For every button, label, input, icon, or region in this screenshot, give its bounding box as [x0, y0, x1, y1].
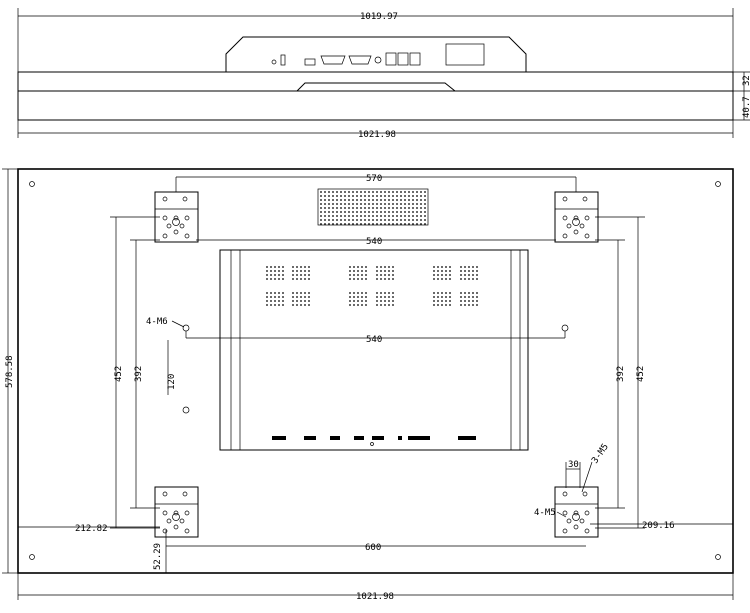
panel-vent-groups — [266, 266, 478, 306]
bracket-bottom-right — [554, 486, 599, 538]
dim-overall-height: 578.58 — [5, 355, 15, 388]
screw-label-right-top: 3-M5 — [590, 442, 611, 466]
screw-label-left: 4-M6 — [146, 317, 168, 327]
screw-label-right-side: 4-M5 — [534, 508, 556, 518]
dim-inner-span-mid: 540 — [366, 335, 382, 345]
bracket-top-right — [554, 191, 599, 243]
top-view: 1019.97 32 40.7 102 — [17, 8, 750, 140]
bracket-bottom-left — [154, 486, 199, 538]
dim-depth-lower: 40.7 — [742, 96, 750, 118]
dim-bottom-offset: 52.29 — [153, 543, 163, 570]
dim-left-outer-vertical: 452 — [114, 366, 124, 382]
bracket-top-left — [154, 191, 199, 243]
dim-top-width-bottom: 1021.98 — [358, 130, 396, 140]
depth-note-120: 120 — [167, 374, 177, 390]
dim-left-inner-vertical: 392 — [134, 366, 144, 382]
dim-left-offset: 212.82 — [75, 524, 108, 534]
dim-right-outer-vertical: 452 — [636, 366, 646, 382]
dim-depth-upper: 32 — [742, 75, 750, 86]
port-panel — [271, 43, 485, 66]
dim-bracket-span-bottom: 600 — [365, 543, 381, 553]
m6-hole-top-right — [561, 324, 569, 332]
dim-overall-width: 1021.98 — [356, 592, 394, 602]
dim-bracket-span-top: 570 — [366, 174, 382, 184]
vent-grille-top — [317, 188, 429, 226]
panel-ports-row — [272, 436, 476, 446]
dim-right-offset: 209.16 — [642, 521, 675, 531]
m6-hole-bottom-left — [182, 406, 190, 414]
dim-top-width: 1019.97 — [360, 12, 398, 22]
dim-right-inner-vertical: 392 — [616, 366, 626, 382]
small-dim-30: 30 — [568, 460, 579, 470]
dim-inner-span-top: 540 — [366, 237, 382, 247]
m6-hole-top-left — [182, 324, 190, 332]
front-view: 578.58 1021.98 570 540 540 — [2, 168, 734, 602]
